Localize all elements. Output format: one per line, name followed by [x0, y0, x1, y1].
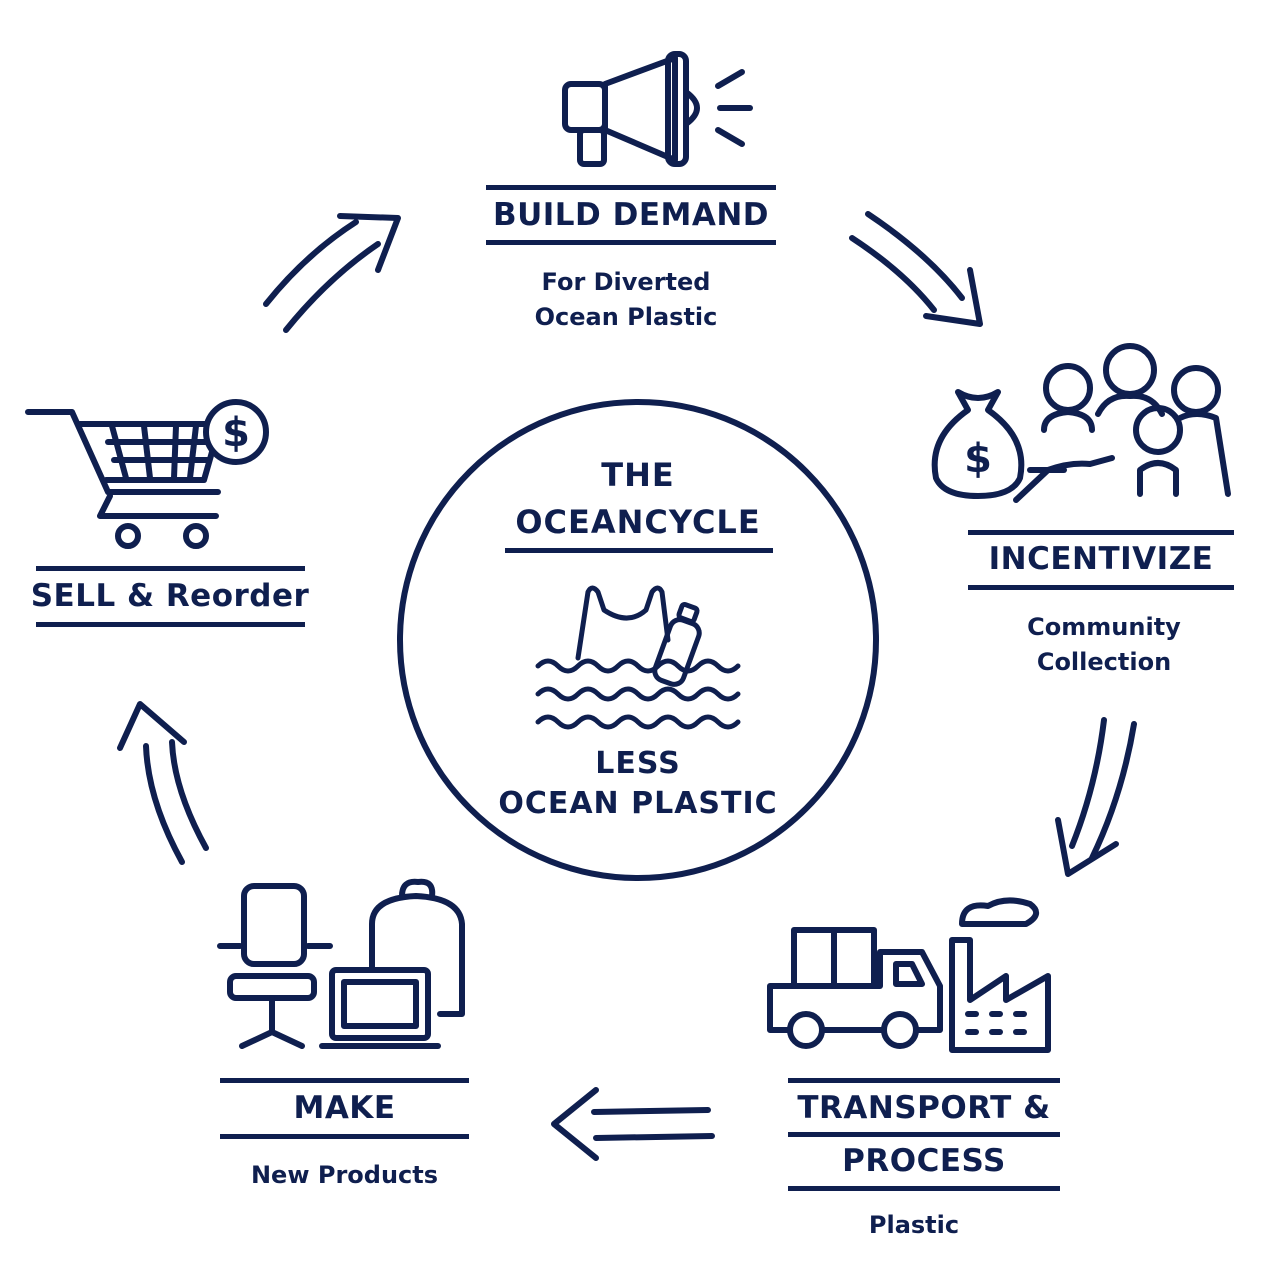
incentivize-subtitle-line2: Collection [1036, 648, 1172, 676]
arrow-sell-to-build [263, 213, 401, 333]
make-title: MAKE [293, 1090, 396, 1126]
dollar-sign-cart-icon: $ [222, 410, 250, 456]
build-demand-subtitle-line2: Ocean Plastic [534, 303, 718, 331]
transport-subtitle: Plastic [868, 1211, 960, 1239]
megaphone-icon [562, 51, 753, 167]
build-demand-rule-bottom [486, 240, 776, 245]
incentivize-rule-top [968, 530, 1234, 535]
transport-rule-top [788, 1078, 1060, 1083]
build-demand-rule-top [486, 185, 776, 190]
truck-and-factory-icon [767, 897, 1051, 1053]
transport-rule-middle [788, 1132, 1060, 1137]
shopping-cart-dollar-icon [25, 399, 269, 549]
arrow-incentivize-to-transport [1055, 717, 1137, 877]
center-title-line2: OCEANCYCLE [515, 503, 761, 541]
center-caption-line2: OCEAN PLASTIC [498, 786, 778, 821]
transport-rule-bottom [788, 1186, 1060, 1191]
sell-title: SELL & Reorder [30, 578, 310, 614]
incentivize-rule-bottom [968, 585, 1234, 590]
center-circle [397, 399, 879, 881]
build-demand-title: BUILD DEMAND [492, 197, 770, 233]
plastic-bag-and-bottle-in-waves-icon [535, 585, 741, 730]
sell-rule-top [36, 566, 305, 571]
center-caption-line1: LESS [595, 746, 681, 781]
make-rule-top [220, 1078, 469, 1083]
arrow-make-to-sell [117, 701, 209, 865]
build-demand-subtitle-line1: For Diverted [541, 268, 711, 296]
make-subtitle: New Products [250, 1161, 439, 1189]
make-rule-bottom [220, 1134, 469, 1139]
incentivize-title: INCENTIVIZE [988, 541, 1214, 577]
sell-rule-bottom [36, 622, 305, 627]
arrow-transport-to-make [551, 1087, 715, 1161]
dollar-sign-bag-icon: $ [964, 436, 992, 482]
incentivize-subtitle-line1: Community [1027, 613, 1181, 641]
chair-laptop-backpack-icon [217, 878, 465, 1049]
center-title-rule [505, 548, 773, 553]
transport-title-line2: PROCESS [842, 1143, 1006, 1179]
arrow-build-to-incentivize [849, 211, 983, 327]
center-title-line1: THE [601, 456, 675, 494]
money-bag-and-community-icon [931, 343, 1231, 503]
transport-title-line1: TRANSPORT & [797, 1090, 1051, 1126]
